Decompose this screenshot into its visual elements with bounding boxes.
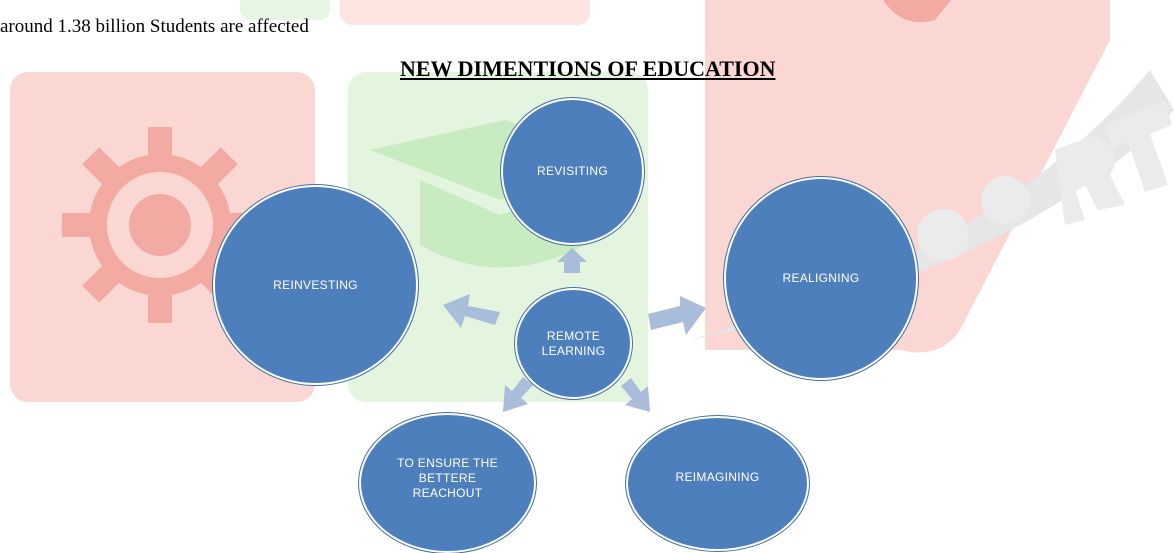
node-label: REMOTE LEARNING <box>541 328 606 358</box>
watermark-top-red <box>340 0 590 25</box>
node-reimagining: REIMAGINING <box>626 416 809 551</box>
page-title: NEW DIMENTIONS OF EDUCATION <box>400 56 776 81</box>
arrow-to-reinvesting <box>443 294 500 328</box>
node-center-remote-learning: REMOTE LEARNING <box>515 288 632 399</box>
ijcrt-watermark-letters <box>917 100 1172 261</box>
node-label: REIMAGINING <box>675 470 760 484</box>
node-label: REVISITING <box>536 164 608 178</box>
node-reach-out: TO ENSURE THE BETTERE REACHOUT <box>359 413 536 553</box>
node-revisiting: REVISITING <box>501 98 644 245</box>
arrow-to-reach <box>503 377 533 412</box>
node-label: REINVESTING <box>273 277 358 292</box>
book-icon <box>883 0 951 23</box>
arrow-to-realigning <box>648 296 706 335</box>
node-label: REALIGNING <box>782 271 860 285</box>
node-realigning: REALIGNING <box>724 177 918 380</box>
node-reinvesting: REINVESTING <box>213 185 418 385</box>
arrow-to-reimagining <box>621 378 650 412</box>
gear-icon <box>89 154 231 296</box>
node-label: TO ENSURE THE BETTERE REACHOUT <box>397 455 498 500</box>
intro-text: around 1.38 billion Students are affecte… <box>0 16 309 37</box>
arrow-to-revisiting <box>557 248 587 273</box>
watermark-top-green <box>240 0 330 20</box>
